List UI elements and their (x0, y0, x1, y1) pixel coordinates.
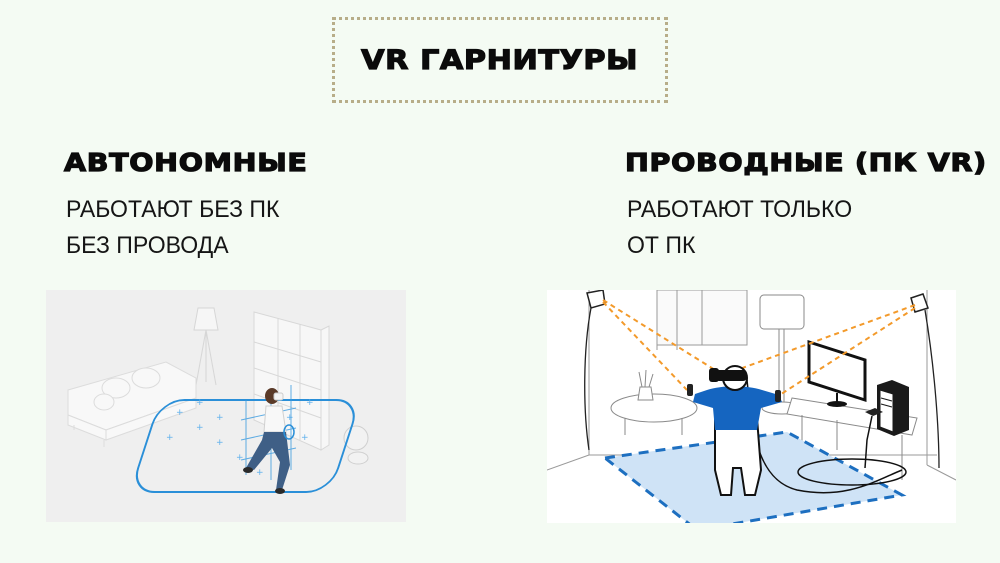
monitor-icon (807, 339, 867, 407)
tracking-lines (602, 299, 916, 399)
standalone-line-1: РАБОТАЮТ БЕЗ ПК (66, 196, 280, 223)
wired-vr-illustration (547, 290, 956, 523)
window-icon (656, 290, 748, 350)
svg-text:+: + (176, 408, 184, 418)
svg-text:+: + (286, 413, 294, 423)
svg-text:+: + (301, 433, 309, 443)
table-icon (610, 369, 698, 435)
standalone-line-2: БЕЗ ПРОВОДА (66, 232, 229, 259)
svg-text:+: + (196, 423, 204, 433)
plant-icon (343, 425, 369, 465)
title-box: VR ГАРНИТУРЫ (332, 17, 668, 103)
wired-line-2: ОТ ПК (627, 232, 696, 259)
guardian-boundary (135, 399, 355, 493)
slide-title: VR ГАРНИТУРЫ (361, 44, 639, 76)
svg-text:+: + (196, 398, 204, 408)
svg-text:+: + (256, 468, 264, 478)
vr-player-icon (687, 365, 782, 496)
svg-text:+: + (216, 413, 224, 423)
wired-line-1: РАБОТАЮТ ТОЛЬКО (627, 196, 853, 223)
sofa-icon (67, 361, 197, 447)
svg-text:+: + (216, 438, 224, 448)
pc-tower-icon (877, 380, 909, 436)
svg-text:+: + (306, 398, 314, 408)
svg-text:+: + (166, 433, 174, 443)
base-station-icon (586, 290, 929, 313)
standalone-vr-illustration: +++ +++ +++ +++ (46, 290, 406, 522)
floor-lamp-icon (193, 307, 219, 386)
standalone-heading: АВТОНОМНЫЕ (63, 147, 308, 177)
vr-player-icon (243, 388, 295, 494)
svg-text:+: + (236, 453, 244, 463)
wired-heading: ПРОВОДНЫЕ (ПК VR) (624, 147, 987, 177)
